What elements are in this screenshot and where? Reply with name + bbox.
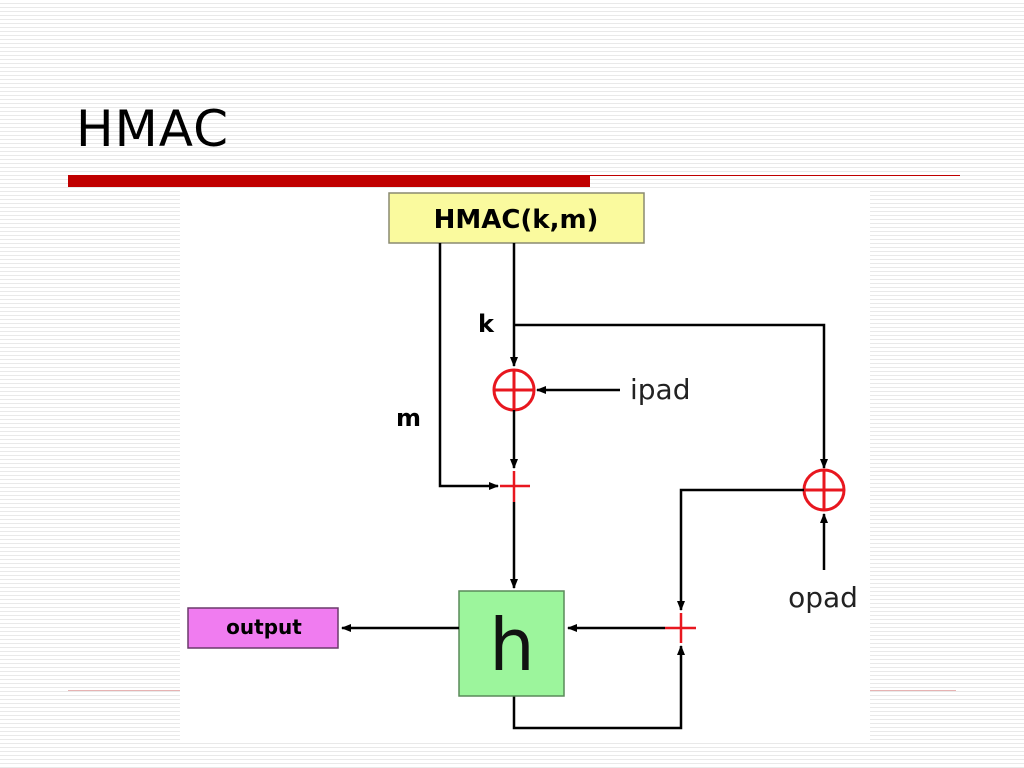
ipad-label: ipad [630, 373, 690, 406]
opad-label: opad [788, 581, 858, 614]
hash-function-box: h [458, 590, 565, 697]
key-label: k [478, 310, 495, 338]
message-label: m [396, 404, 421, 432]
footer-divider-left [68, 690, 180, 691]
title-underline-thick [68, 175, 590, 187]
output-box: output [187, 607, 339, 649]
hash-feedback-line [512, 645, 685, 730]
title-underline-thin [590, 175, 960, 176]
outer-concat-operator [665, 613, 696, 643]
footer-divider-right [870, 690, 956, 691]
inner-concat-operator [500, 471, 530, 502]
hash-function-label: h [489, 603, 535, 687]
hmac-function-label: HMAC(k,m) [434, 205, 599, 235]
hmac-diagram: HMAC(k,m) m k ipad [180, 190, 870, 742]
message-line [438, 243, 499, 490]
opad-xor-operator [802, 468, 846, 512]
ipad-xor-operator [492, 368, 536, 412]
slide-title: HMAC [76, 100, 229, 158]
outer-xor-to-concat-line [677, 488, 804, 611]
hmac-function-box: HMAC(k,m) [388, 192, 645, 244]
key-line-outer [514, 323, 828, 469]
output-label: output [226, 615, 302, 639]
